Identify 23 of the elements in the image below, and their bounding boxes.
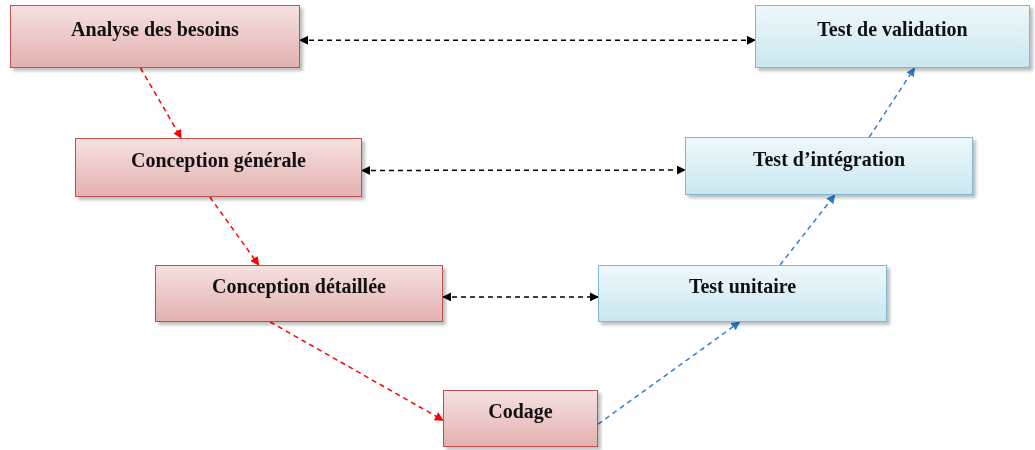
box-label: Test unitaire	[688, 275, 797, 298]
box-label: Test de validation	[817, 18, 968, 41]
arrow	[269, 321, 444, 421]
process-box	[685, 137, 973, 195]
arrow	[299, 35, 756, 45]
process-box	[443, 390, 598, 447]
process-box	[10, 5, 300, 68]
arrow	[361, 165, 686, 175]
process-box	[155, 265, 443, 322]
arrow	[139, 67, 182, 139]
process-box	[755, 5, 1030, 68]
box-label: Test d’intégration	[752, 147, 905, 171]
box-label: Conception détaillée	[212, 275, 386, 298]
box-label: Conception générale	[131, 149, 306, 172]
arrow	[442, 292, 599, 302]
process-box	[598, 265, 887, 322]
arrow	[209, 196, 260, 266]
box-label: Codage	[488, 400, 553, 423]
box-label: Analyse des besoins	[71, 18, 239, 41]
process-box	[75, 138, 362, 197]
arrow	[779, 194, 836, 266]
arrow	[597, 321, 741, 425]
arrow	[868, 67, 916, 138]
